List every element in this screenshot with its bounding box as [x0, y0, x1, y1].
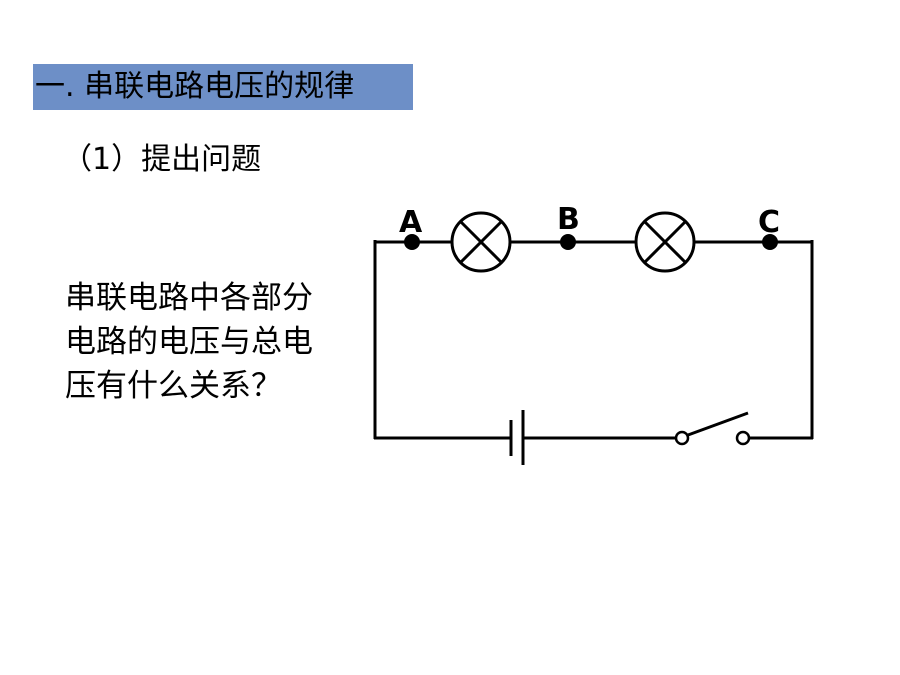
- question-line-3: 压有什么关系？: [65, 368, 282, 404]
- battery-icon: [509, 410, 525, 465]
- lamp-icon: [450, 211, 512, 273]
- question-line-2: 电路的电压与总电: [65, 324, 313, 360]
- question-text: 串联电路中各部分 电路的电压与总电 压有什么关系？: [65, 276, 355, 408]
- section-title: 一. 串联电路电压的规律: [33, 64, 413, 110]
- node-b-label: B: [557, 202, 580, 237]
- node-c-label: C: [758, 205, 780, 240]
- node-b-dot: [560, 234, 576, 250]
- node-a-dot: [404, 234, 420, 250]
- lamp-icon: [634, 211, 696, 273]
- node-a-label: A: [399, 205, 423, 240]
- switch-icon: [674, 411, 751, 446]
- question-line-1: 串联电路中各部分: [65, 280, 313, 316]
- subtitle: （1）提出问题: [62, 142, 262, 177]
- node-c-dot: [762, 234, 778, 250]
